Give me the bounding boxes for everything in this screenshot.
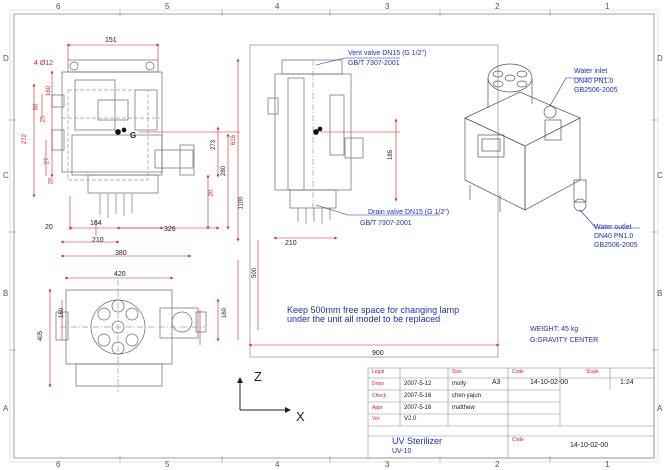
dim-20-a: 20 — [48, 177, 55, 185]
dim-160-a: 160 — [46, 85, 53, 97]
tb-code-value: 14-10-02-00 — [530, 379, 569, 386]
dim-25: 25 — [40, 115, 47, 123]
drain-valve-standard: GB/T 7307-2001 — [360, 220, 412, 227]
dim-90: 90 — [33, 103, 40, 111]
drain-valve-note: Drain valve DN15 (G 1/2") — [368, 209, 450, 216]
dim-420: 420 — [114, 271, 126, 278]
dim-405: 405 — [38, 330, 45, 342]
leader-lines — [315, 57, 640, 229]
tb-row-date: 2007-5-16 — [404, 393, 432, 399]
zone-bottom-4: 4 — [275, 460, 280, 469]
zone-bottom-2: 2 — [495, 460, 500, 469]
zone-top-2: 2 — [495, 2, 500, 11]
zone-left-c: C — [3, 171, 9, 180]
drawing-frame — [9, 9, 659, 463]
vent-valve-standard: GB/T 7307-2001 — [348, 60, 400, 67]
tb-scale-value: 1:24 — [620, 379, 634, 386]
tb-row-name: molly — [452, 381, 467, 387]
drawing-model: UV-10 — [392, 448, 412, 455]
zone-right-a: A — [657, 404, 663, 413]
isometric-view — [464, 63, 587, 212]
tb-row-label: Ver — [372, 416, 380, 422]
tb-header-code: Code — [512, 369, 524, 375]
dim-164: 164 — [90, 220, 102, 227]
dim-210-a: 210 — [92, 237, 104, 244]
top-view — [55, 280, 207, 392]
water-outlet-standard: GB2506-2005 — [594, 242, 638, 249]
dim-20-b: 20 — [45, 224, 53, 231]
dim-185: 185 — [388, 149, 395, 161]
dim-151: 151 — [105, 37, 117, 44]
tb-row-label: Check — [372, 393, 387, 399]
zone-top-1: 1 — [605, 2, 610, 11]
dim-20-c: 20 — [208, 189, 215, 197]
dimension-lines — [32, 43, 500, 388]
tb-row-label: Appr — [372, 405, 383, 411]
water-inlet-note: Water inlet — [574, 68, 608, 75]
water-inlet-spec: DN40 PN1.0 — [574, 78, 614, 85]
dim-615: 615 — [231, 134, 238, 146]
tb-row-date: 2007-5-12 — [404, 381, 432, 387]
title-block — [367, 367, 655, 459]
dim-273: 273 — [211, 139, 218, 151]
tb-row-name: chen yajun — [452, 393, 482, 399]
tb-row-date: V2.0 — [404, 416, 417, 422]
water-inlet-standard: GB2506-2005 — [574, 87, 618, 94]
side-view — [249, 44, 499, 358]
zone-top-5: 5 — [165, 2, 170, 11]
dim-900: 900 — [372, 350, 384, 357]
zone-top-4: 4 — [275, 2, 280, 11]
zone-bottom-3: 3 — [385, 460, 390, 469]
zone-left-d: D — [3, 54, 9, 63]
tb-row-date: 2007-5-16 — [404, 405, 432, 411]
front-view — [51, 59, 195, 218]
dim-326: 326 — [164, 226, 176, 233]
dim-holes: 4 Ø12 — [34, 60, 54, 67]
dim-27: 27 — [44, 157, 51, 165]
weight-note: WEIGHT: 45 kg — [530, 326, 579, 333]
tb-code-label: Code — [512, 437, 524, 443]
drawing-number: 14-10-02-00 — [570, 442, 609, 449]
zone-top-6: 6 — [56, 2, 61, 11]
water-outlet-spec: DN40 PN1.0 — [594, 233, 634, 240]
axis-x-label: X — [296, 409, 305, 424]
tb-header-size: Size — [452, 369, 462, 375]
tb-header-scale: Scale — [586, 369, 599, 375]
dim-1100: 1100 — [238, 196, 245, 210]
dim-210-b: 210 — [285, 240, 297, 247]
axis-z-label: Z — [254, 369, 262, 384]
dim-160-b: 160 — [59, 307, 66, 319]
zone-left-b: B — [3, 289, 9, 298]
dim-500: 500 — [252, 267, 259, 279]
zone-right-c: C — [657, 171, 663, 180]
tb-row-name: matthew — [452, 405, 475, 411]
dim-380: 380 — [115, 250, 127, 257]
tb-row-label: Draw — [372, 381, 384, 387]
zone-bottom-6: 6 — [56, 460, 61, 469]
water-outlet-note: Water outlet — [594, 224, 632, 231]
gravity-center-mark: G — [130, 131, 137, 140]
tb-header-legal: Legal — [372, 369, 385, 375]
tb-size-value: A3 — [492, 379, 501, 386]
drawing-title: UV Sterilizer — [392, 436, 443, 446]
vent-valve-note: Vent valve DN15 (G 1/2") — [348, 50, 427, 57]
zone-left-a: A — [3, 404, 9, 413]
zone-bottom-5: 5 — [165, 460, 170, 469]
zone-top-3: 3 — [385, 2, 390, 11]
gravity-center-note: G:GRAVITY CENTER — [530, 337, 599, 344]
zone-bottom-1: 1 — [605, 460, 610, 469]
free-space-note-2: under the unit all model to be replaced — [287, 314, 441, 324]
dim-272: 272 — [22, 133, 29, 145]
axis-indicator — [237, 377, 291, 413]
zone-right-d: D — [657, 54, 663, 63]
free-space-note: Keep 500mm free space for changing lamp — [287, 305, 460, 315]
dim-160-c: 160 — [222, 307, 229, 319]
dim-280: 280 — [221, 165, 228, 177]
zone-right-b: B — [657, 289, 663, 298]
